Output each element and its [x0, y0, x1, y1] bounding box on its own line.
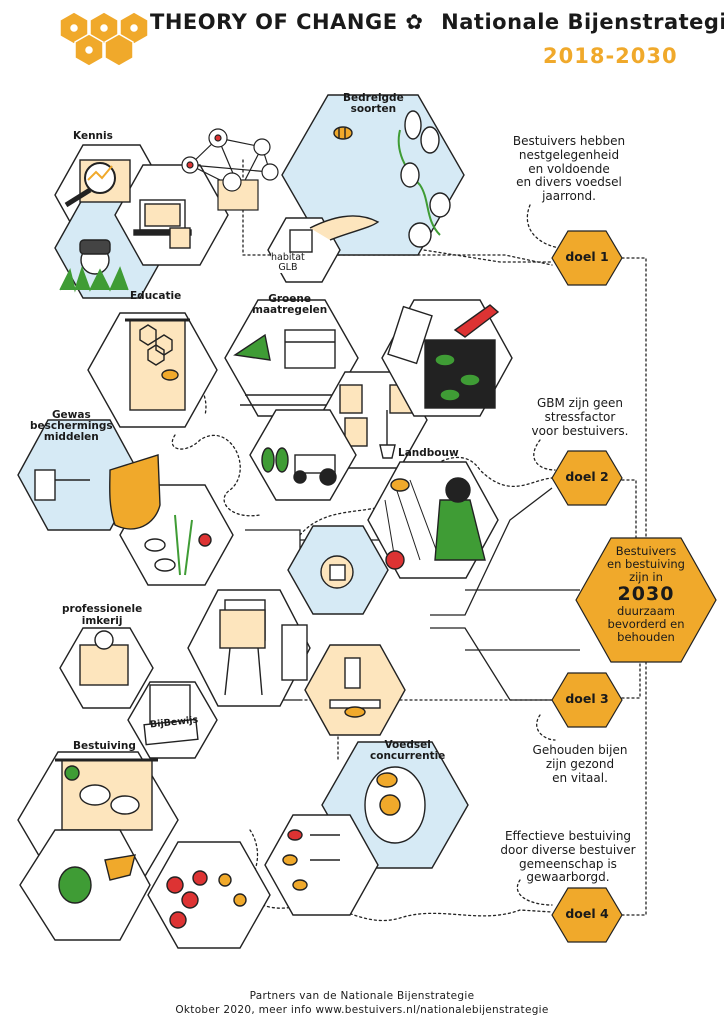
label-gewas-line-1: Gewas: [51, 409, 91, 421]
hex-kennis: [54, 144, 229, 299]
bee-icon: ✿: [405, 10, 424, 34]
label-bedreigde-soorten: Bedreigde soorten: [343, 92, 404, 116]
label-habitat-line-2: GLB: [278, 261, 298, 273]
label-habitat-line-1: habitat: [271, 252, 305, 263]
goal-doel-4: [551, 887, 623, 943]
label-bestuiving: Bestuiving: [73, 740, 136, 752]
hex-imker: [187, 589, 311, 707]
goal-2-description: GBM zijn geen stressfactor voor bestuive…: [510, 396, 650, 438]
label-imkerij-line-2: imkerij: [81, 614, 123, 627]
central-line-6: behouden: [617, 629, 675, 644]
goal-3-line-1: Gehouden bijen: [532, 743, 628, 757]
hex-professionele-imkerij: [59, 627, 218, 759]
label-voedsel-line-2: concurrentie: [370, 750, 446, 763]
label-imkerij-line-1: professionele: [62, 603, 143, 615]
goal-doel-1: [551, 230, 623, 286]
label-groene-line-2: maatregelen: [252, 304, 328, 317]
hex-subsidie: [287, 525, 389, 615]
label-voedselconcurrentie: Voedsel concurrentie: [370, 739, 446, 763]
hex-groene-maatregelen: [224, 299, 359, 417]
goal-4-label: doel 4: [565, 906, 609, 921]
label-gewas-line-3: middelen: [43, 431, 99, 444]
center-hexagon: [575, 537, 717, 663]
hex-microscoop: [304, 644, 406, 736]
goal-1-line-5: jaarrond.: [542, 189, 596, 204]
central-line-2: en bestuiving: [607, 556, 685, 571]
period-years: 2018-2030: [543, 44, 678, 68]
label-bedreigde-line-2: soorten: [350, 103, 397, 116]
goal-3-line-3: en vitaal.: [552, 770, 608, 785]
goal-4-line-1: Effectieve bestuiving: [504, 829, 632, 843]
logo-honeycomb: [59, 11, 149, 67]
label-educatie: Educatie: [130, 290, 182, 302]
central-line-5: bevorderd en: [607, 616, 685, 631]
goal-2-line-1: GBM zijn geen: [536, 396, 624, 410]
goal-2-line-2: stressfactor: [544, 409, 616, 424]
goal-1-line-1: Bestuivers hebben: [512, 134, 626, 148]
central-year: 2030: [617, 582, 675, 605]
goal-1-line-4: en divers voedsel: [516, 175, 622, 190]
goal-1-line-3: en voldoende: [528, 161, 610, 176]
goal-4-line-2: door diverse bestuiver: [500, 842, 636, 857]
title-theory-of-change: THEORY OF CHANGE: [150, 10, 398, 34]
goal-3-line-2: zijn gezond: [545, 756, 615, 771]
goal-4-line-3: gemeenschap is: [519, 856, 617, 871]
central-line-4: duurzaam: [617, 603, 675, 618]
goal-doel-3: [551, 672, 623, 728]
hex-tractor: [249, 409, 357, 501]
goal-doel-2: [551, 450, 623, 506]
label-landbouw: Landbouw: [398, 447, 459, 459]
central-outcome: Bestuivers en bestuiving zijn in 2030 du…: [586, 545, 706, 644]
hex-educatie: [87, 312, 218, 428]
hex-bestuiving: [17, 751, 271, 949]
goal-1-line-2: nestgelegenheid: [518, 147, 620, 162]
central-line-1: Bestuivers: [615, 544, 677, 558]
hex-landbouw: [367, 461, 499, 579]
hex-gewasbeschermingsmiddelen: [17, 419, 234, 586]
network-icons: [181, 128, 279, 211]
label-kennis: Kennis: [73, 130, 113, 142]
goal-1-description: Bestuivers hebben nestgelegenheid en vol…: [494, 134, 644, 204]
central-line-3: zijn in: [629, 569, 663, 584]
label-professionele-imkerij: professionele imkerij: [62, 603, 143, 627]
goal-2-line-3: voor bestuivers.: [531, 423, 629, 438]
label-gewasbeschermingsmiddelen: Gewas beschermings middelen: [30, 409, 113, 444]
goal-4-description: Effectieve bestuiving door diverse bestu…: [478, 829, 658, 885]
hex-bedreigde-soorten: [267, 94, 465, 283]
goal-1-label: doel 1: [565, 249, 609, 264]
goal-2-label: doel 2: [565, 469, 609, 484]
hex-voedselconcurrentie: [264, 741, 469, 916]
label-voedsel-line-1: Voedsel: [384, 739, 431, 751]
footer-partners: Partners van de Nationale Bijenstrategie: [249, 990, 475, 1002]
goal-3-label: doel 3: [565, 691, 609, 706]
footer-info: Oktober 2020, meer info www.bestuivers.n…: [175, 1004, 549, 1016]
page-title: THEORY OF CHANGE ✿ Nationale Bijenstrate…: [150, 10, 724, 34]
label-groene-maatregelen: Groene maatregelen: [252, 293, 328, 317]
label-gewas-line-2: beschermings: [30, 420, 113, 433]
label-habitat-glb: habitat GLB: [271, 253, 305, 273]
goal-4-line-4: gewaarborgd.: [526, 870, 610, 885]
title-bijenstrategie: Nationale Bijenstrategie: [441, 10, 724, 34]
label-bedreigde-line-1: Bedreigde: [343, 92, 404, 104]
hex-tuin: [381, 299, 513, 417]
label-groene-line-1: Groene: [268, 293, 311, 305]
goal-3-description: Gehouden bijen zijn gezond en vitaal.: [510, 743, 650, 785]
